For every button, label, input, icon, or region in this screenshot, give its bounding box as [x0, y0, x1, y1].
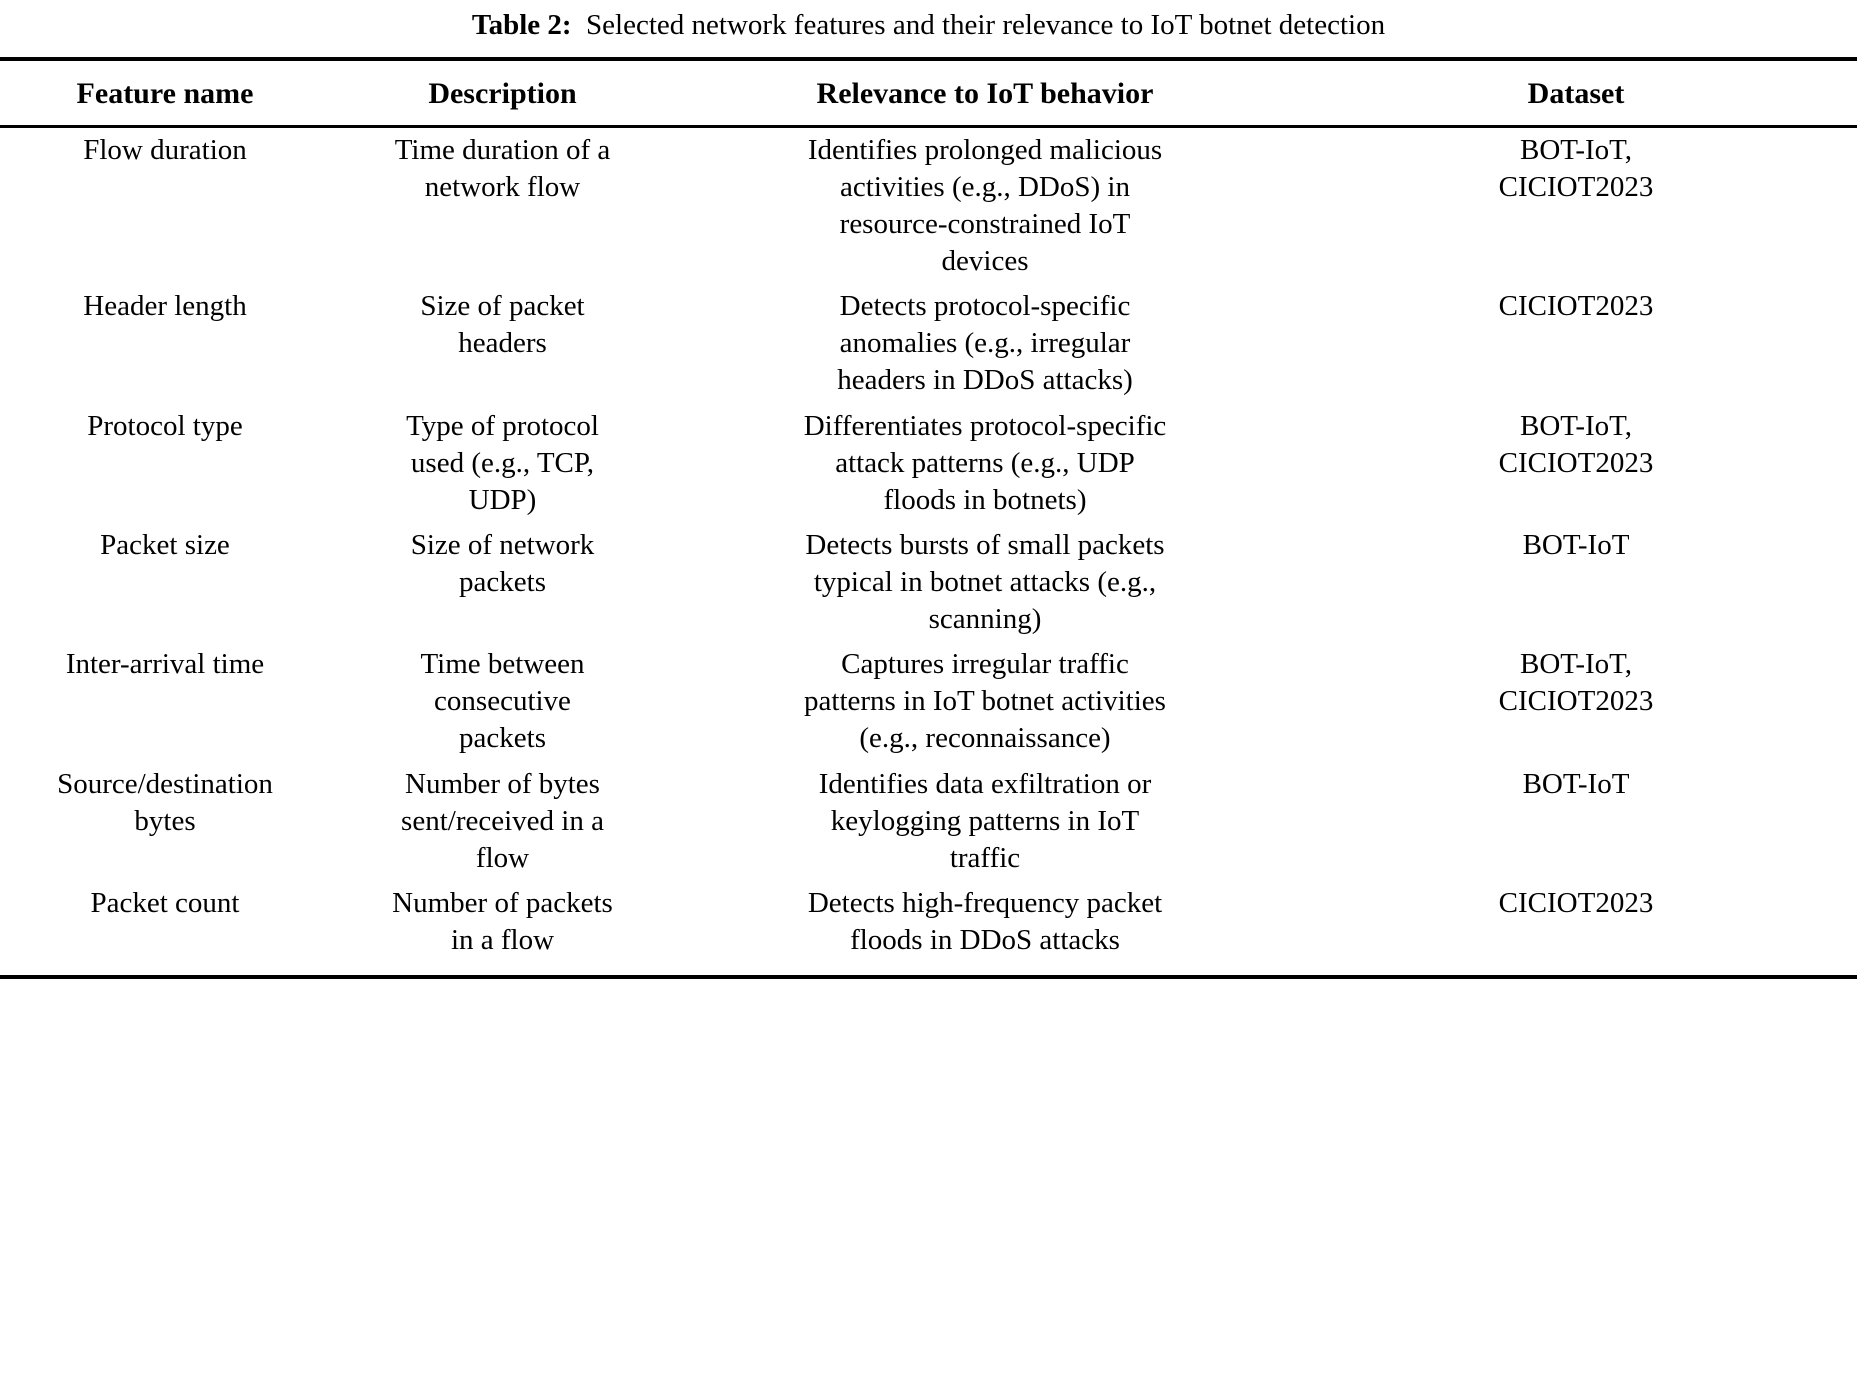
caption-label: Table 2: [471, 9, 572, 41]
cell-dataset: CICIOT2023 [1295, 880, 1857, 980]
table-caption: Table 2: Selected network features and t… [0, 0, 1857, 57]
cell-text: CICIOT2023 [1498, 886, 1654, 919]
cell-feature: Packet count [0, 880, 330, 980]
cell-text: Packet size [100, 528, 230, 561]
cell-description: Number of bytes sent/received in a flow [330, 762, 675, 881]
cell-text: Identifies prolonged malicious activitie… [807, 133, 1163, 278]
cell-relevance: Detects protocol-specific anomalies (e.g… [675, 284, 1295, 403]
cell-dataset: BOT-IoT, CICIOT2023 [1295, 404, 1857, 523]
table-row: Packet count Number of packets in a flow D… [0, 880, 1857, 980]
cell-relevance: Captures irregular traffic patterns in I… [675, 642, 1295, 761]
cell-text: Size of network packets [410, 528, 595, 598]
cell-text: Type of protocol used (e.g., TCP, UDP) [406, 409, 599, 516]
cell-text: BOT-IoT, CICIOT2023 [1498, 409, 1654, 479]
table-header: Feature name Description Relevance to Io… [0, 56, 1857, 128]
cell-feature: Source/destination bytes [0, 762, 330, 881]
cell-description: Size of packet headers [330, 284, 675, 403]
cell-text: Time between consecutive packets [420, 648, 585, 755]
table-row: Source/destination bytes Number of bytes … [0, 762, 1857, 881]
cell-text: Detects protocol-specific anomalies (e.g… [837, 290, 1133, 397]
table-row: Packet size Size of network packets Detect… [0, 523, 1857, 642]
cell-text: BOT-IoT, CICIOT2023 [1498, 133, 1654, 203]
column-header-relevance: Relevance to IoT behavior [675, 60, 1295, 128]
cell-description: Time between consecutive packets [330, 642, 675, 761]
cell-dataset: BOT-IoT, CICIOT2023 [1295, 642, 1857, 761]
cell-description: Size of network packets [330, 523, 675, 642]
cell-description: Type of protocol used (e.g., TCP, UDP) [330, 404, 675, 523]
cell-dataset: BOT-IoT [1295, 523, 1857, 642]
table-row: Header length Size of packet headers Detec… [0, 284, 1857, 403]
cell-text: Number of packets in a flow [392, 886, 613, 956]
cell-text: Header length [83, 290, 247, 323]
cell-text: BOT-IoT [1522, 767, 1630, 800]
cell-text: Inter-arrival time [65, 648, 265, 681]
cell-relevance: Identifies data exfiltration or keyloggi… [675, 762, 1295, 881]
cell-text: Differentiates protocol-specific attack … [803, 409, 1167, 516]
cell-feature: Inter-arrival time [0, 642, 330, 761]
column-header-dataset: Dataset [1295, 60, 1857, 128]
cell-text: Detects bursts of small packets typical … [805, 528, 1165, 636]
cell-relevance: Detects high-frequency packet floods in … [675, 880, 1295, 980]
table-row: Protocol type Type of protocol used (e.g.… [0, 404, 1857, 523]
table-row: Flow duration Time duration of a network … [0, 126, 1857, 284]
cell-text: Captures irregular traffic patterns in I… [804, 648, 1166, 755]
cell-relevance: Identifies prolonged malicious activitie… [675, 126, 1295, 284]
caption-text: Selected network features and their rele… [586, 9, 1386, 41]
cell-dataset: CICIOT2023 [1295, 284, 1857, 403]
cell-feature: Header length [0, 284, 330, 403]
cell-text: Detects high-frequency packet floods in … [807, 886, 1163, 956]
cell-dataset: BOT-IoT [1295, 762, 1857, 881]
cell-description: Number of packets in a flow [330, 880, 675, 980]
cell-relevance: Differentiates protocol-specific attack … [675, 404, 1295, 523]
cell-text: Number of bytes sent/received in a flow [401, 767, 604, 874]
cell-relevance: Detects bursts of small packets typical … [675, 523, 1295, 642]
cell-text: CICIOT2023 [1498, 290, 1654, 323]
cell-text: Size of packet headers [420, 290, 585, 360]
cell-dataset: BOT-IoT, CICIOT2023 [1295, 126, 1857, 284]
column-header-feature-name: Feature name [0, 60, 330, 128]
features-table: Feature name Description Relevance to Io… [0, 56, 1857, 980]
cell-description: Time duration of a network flow [330, 126, 675, 284]
table-body: Flow duration Time duration of a network … [0, 126, 1857, 980]
cell-text: BOT-IoT, CICIOT2023 [1498, 648, 1654, 718]
cell-text: Time duration of a network flow [394, 133, 611, 203]
cell-text: Packet count [90, 886, 240, 919]
header-row: Feature name Description Relevance to Io… [0, 60, 1857, 128]
cell-text: Identifies data exfiltration or keyloggi… [818, 767, 1152, 874]
cell-text: BOT-IoT [1522, 528, 1630, 561]
cell-text: Protocol type [87, 409, 243, 442]
cell-text: Flow duration [83, 133, 247, 166]
cell-text: Source/destination bytes [57, 767, 273, 837]
cell-feature: Packet size [0, 523, 330, 642]
table-row: Inter-arrival time Time between consecuti… [0, 642, 1857, 761]
column-header-description: Description [330, 60, 675, 128]
cell-feature: Protocol type [0, 404, 330, 523]
cell-feature: Flow duration [0, 126, 330, 284]
